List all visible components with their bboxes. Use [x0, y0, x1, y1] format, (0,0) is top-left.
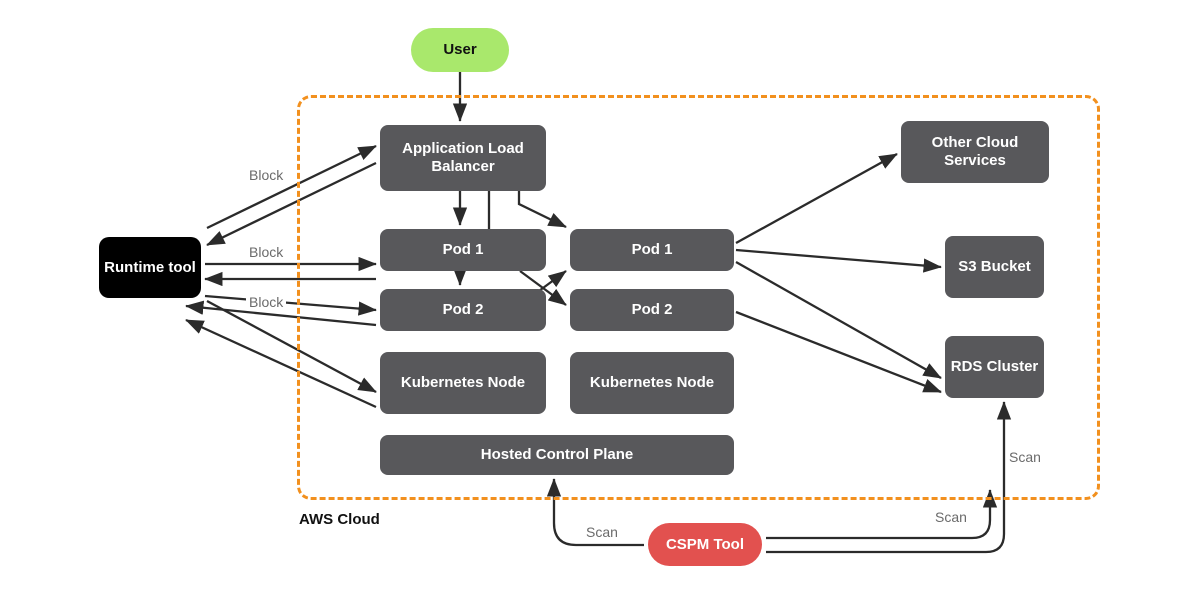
edge-cspm-rds	[766, 401, 1012, 554]
edge-pod2b-rds	[735, 310, 942, 394]
node-rds-cluster[interactable]: RDS Cluster	[945, 336, 1044, 398]
edge-pod1b-s3	[735, 248, 942, 273]
node-kubernetes-node-right[interactable]: Kubernetes Node	[570, 352, 734, 414]
node-pod-1-left[interactable]: Pod 1	[380, 229, 546, 271]
edge-pod2a-runtime	[185, 300, 377, 327]
node-s3-bucket-label: S3 Bucket	[958, 258, 1031, 275]
node-application-load-balancer[interactable]: Application Load Balancer	[380, 125, 546, 191]
node-hosted-control-plane-label: Hosted Control Plane	[480, 446, 634, 463]
edge-label-block-1: Block	[246, 167, 287, 183]
node-other-cloud-services-label: Other Cloud Services	[931, 134, 1019, 169]
node-kubernetes-node-left[interactable]: Kubernetes Node	[380, 352, 546, 414]
node-runtime-tool-label: Runtime tool	[104, 258, 196, 276]
node-pod-2-left-label: Pod 2	[442, 301, 484, 318]
edge-pod1b-othercloud	[735, 152, 898, 245]
node-cspm-tool[interactable]: CSPM Tool	[648, 523, 762, 566]
edge-label-scan-3: Scan	[1006, 449, 1044, 465]
edge-runtime-pod2a	[204, 294, 377, 316]
edge-runtime-alb	[206, 144, 377, 230]
node-cspm-tool-label: CSPM Tool	[665, 535, 745, 553]
edge-label-scan-1: Scan	[583, 524, 621, 540]
node-runtime-tool[interactable]: Runtime tool	[99, 237, 201, 298]
node-user-label: User	[443, 41, 477, 58]
node-application-load-balancer-label: Application Load Balancer	[402, 140, 524, 175]
edge-cspm-controlplane	[546, 478, 644, 547]
node-pod-2-right[interactable]: Pod 2	[570, 289, 734, 331]
node-user[interactable]: User	[411, 28, 509, 72]
node-pod-1-right[interactable]: Pod 1	[570, 229, 734, 271]
node-pod-1-right-label: Pod 1	[631, 241, 673, 258]
edge-k8snode1-runtime	[185, 318, 377, 409]
edge-runtime-k8snode1	[206, 299, 377, 394]
aws-cloud-boundary	[297, 95, 1100, 500]
edge-cspm-othercloud	[766, 489, 998, 540]
node-rds-cluster-label: RDS Cluster	[950, 358, 1039, 375]
edge-alb-runtime	[206, 161, 377, 247]
edge-label-scan-2: Scan	[932, 509, 970, 525]
node-pod-2-right-label: Pod 2	[631, 301, 673, 318]
edge-label-block-3: Block	[246, 294, 287, 310]
node-pod-1-left-label: Pod 1	[442, 241, 484, 258]
node-s3-bucket[interactable]: S3 Bucket	[945, 236, 1044, 298]
node-pod-2-left[interactable]: Pod 2	[380, 289, 546, 331]
aws-cloud-label: AWS Cloud	[299, 511, 380, 528]
node-kubernetes-node-right-label: Kubernetes Node	[589, 374, 715, 391]
node-other-cloud-services[interactable]: Other Cloud Services	[901, 121, 1049, 183]
node-hosted-control-plane[interactable]: Hosted Control Plane	[380, 435, 734, 475]
node-kubernetes-node-left-label: Kubernetes Node	[400, 374, 526, 391]
edge-label-block-2: Block	[246, 244, 287, 260]
edge-alb-pod1b	[517, 191, 567, 229]
edge-pod1b-rds	[735, 260, 942, 380]
